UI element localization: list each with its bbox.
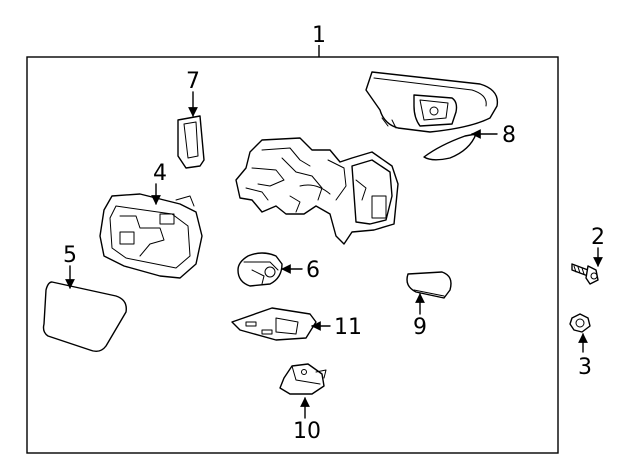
callout-7: 7 — [186, 69, 200, 94]
callout-6: 6 — [306, 258, 320, 283]
callout-8: 8 — [502, 123, 516, 148]
part-mirror-backing-plate — [99, 193, 203, 279]
part-lens-cover — [406, 271, 452, 299]
callout-1: 1 — [312, 23, 326, 48]
part-mirror-base-frame — [235, 137, 399, 245]
part-cover-plate — [231, 307, 317, 341]
callout-4: 4 — [153, 161, 167, 186]
part-mirror-housing — [365, 71, 499, 161]
part-bracket — [177, 115, 205, 169]
callout-9: 9 — [413, 315, 427, 340]
callout-3: 3 — [578, 355, 592, 380]
part-mirror-glass — [42, 281, 127, 353]
callout-11: 11 — [334, 315, 362, 340]
part-bolt — [571, 263, 599, 285]
callout-10: 10 — [293, 419, 321, 444]
callout-2: 2 — [591, 225, 605, 250]
assembly-frame — [26, 56, 559, 454]
part-nut — [569, 313, 591, 333]
part-module — [279, 363, 327, 395]
callout-5: 5 — [63, 243, 77, 268]
part-signal-lamp — [237, 252, 283, 287]
